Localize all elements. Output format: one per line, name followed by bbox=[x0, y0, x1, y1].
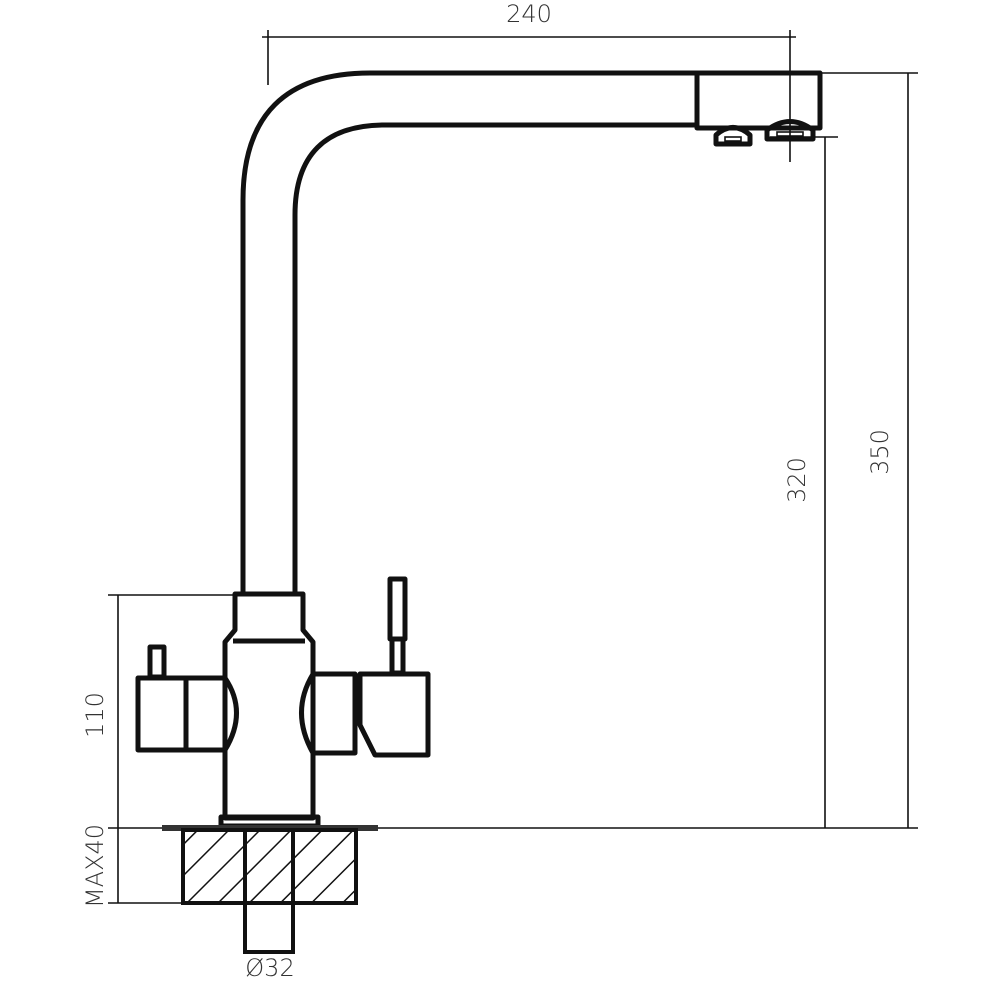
dim-body-height-label: 110 bbox=[81, 692, 109, 738]
dim-total-height-label: 350 bbox=[866, 429, 894, 475]
dim-max-thickness-label: MAX40 bbox=[81, 824, 109, 908]
countertop-section bbox=[162, 825, 378, 954]
dim-shank-diameter-label: Ø32 bbox=[245, 954, 294, 982]
faucet-body bbox=[135, 576, 431, 829]
dim-spout-height-label: 320 bbox=[783, 457, 811, 503]
dim-reach-label: 240 bbox=[506, 0, 552, 28]
spout bbox=[240, 70, 823, 594]
